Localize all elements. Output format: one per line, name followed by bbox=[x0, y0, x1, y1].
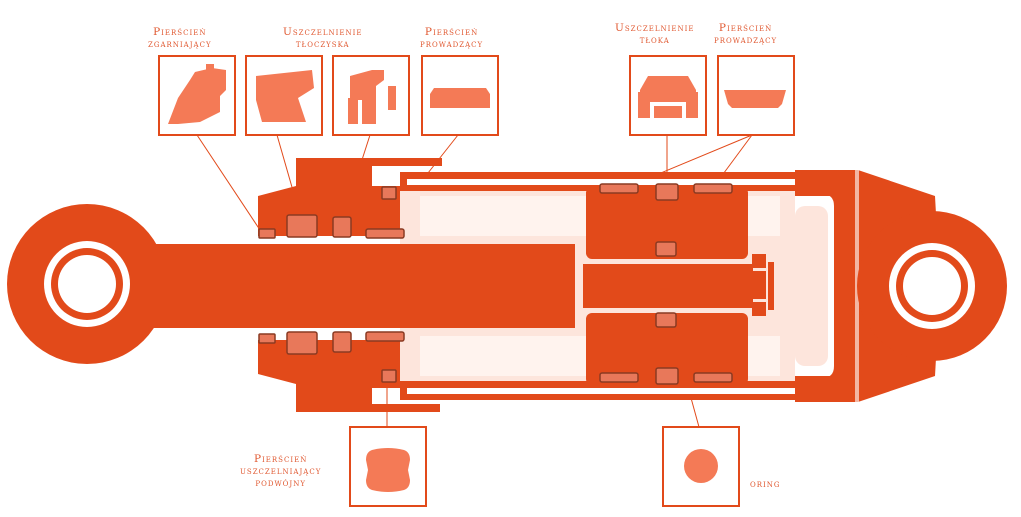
label-double-seal-ring-line2: uszczelniający bbox=[240, 465, 322, 477]
seals-bottom bbox=[258, 312, 733, 385]
seals-top bbox=[258, 183, 733, 257]
label-oring-line1: oring bbox=[750, 478, 781, 490]
label-guide-ring-rod-line2: prowadzący bbox=[420, 38, 484, 50]
label-double-seal-ring-line3: podwójny bbox=[255, 477, 306, 489]
label-rod-seal-line2: tłoczyska bbox=[295, 38, 350, 50]
label-rod-seal: Uszczelnienie tłoczyska bbox=[283, 26, 363, 50]
label-double-seal-ring-line1: Pierścień bbox=[253, 453, 308, 465]
detail-box-guide-ring-piston bbox=[717, 55, 795, 136]
label-double-seal-ring: Pierścień uszczelniający podwójny bbox=[240, 453, 321, 489]
piston bbox=[586, 187, 774, 385]
label-piston-seal: Uszczelnienie tłoka bbox=[615, 22, 695, 46]
detail-box-guide-ring-rod bbox=[421, 55, 499, 136]
detail-box-wiper-ring bbox=[158, 55, 236, 136]
label-piston-seal-line1: Uszczelnienie bbox=[615, 22, 695, 34]
label-guide-ring-rod: Pierścień prowadzący bbox=[420, 26, 483, 50]
detail-box-double-seal-ring bbox=[349, 426, 427, 507]
label-rod-seal-line1: Uszczelnienie bbox=[283, 26, 363, 38]
label-guide-ring-piston-line2: prowadzący bbox=[714, 34, 778, 46]
label-guide-ring-piston: Pierścień prowadzący bbox=[714, 22, 777, 46]
left-mounting-eye bbox=[7, 204, 167, 364]
label-oring: oring bbox=[750, 478, 781, 490]
label-guide-ring-piston-line1: Pierścień bbox=[718, 22, 773, 34]
label-wiper-ring-line1: Pierścień bbox=[153, 26, 207, 38]
detail-box-rod-seal-2 bbox=[332, 55, 410, 136]
label-guide-ring-rod-line1: Pierścień bbox=[424, 26, 479, 38]
label-wiper-ring-line2: zgarniający bbox=[148, 38, 212, 50]
label-wiper-ring: Pierścień zgarniający bbox=[148, 26, 212, 50]
detail-box-oring bbox=[662, 426, 740, 507]
label-piston-seal-line2: tłoka bbox=[639, 34, 670, 46]
detail-box-rod-seal bbox=[245, 55, 323, 136]
right-mounting-eye bbox=[857, 211, 1007, 361]
detail-box-piston-seal bbox=[629, 55, 707, 136]
piston-rod bbox=[150, 236, 753, 336]
